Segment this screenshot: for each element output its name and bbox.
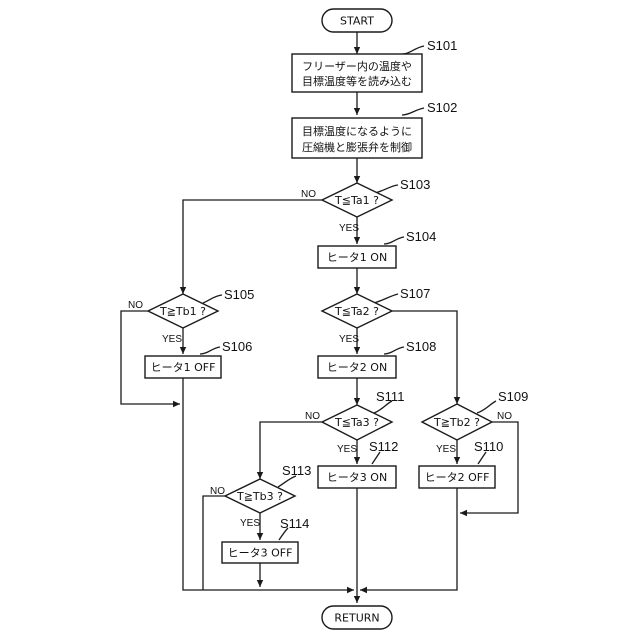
s110-text: ヒータ2 OFF — [425, 471, 490, 484]
step-s102: 目標温度になるように 圧縮機と膨張弁を制御 — [292, 118, 422, 158]
label-s114: S114 — [280, 516, 309, 531]
label-s111: S111 — [376, 389, 404, 404]
decision-s107: T≦Ta2 ? — [322, 294, 392, 328]
label-s106: S106 — [222, 339, 252, 354]
s113-text: T≧Tb3 ? — [236, 490, 283, 503]
s105-text: T≧Tb1 ? — [159, 305, 206, 318]
label-s113: S113 — [282, 463, 311, 478]
s102-line2: 圧縮機と膨張弁を制御 — [302, 140, 412, 154]
step-s104: ヒータ1 ON — [318, 246, 396, 268]
s109-yes-label: YES — [436, 444, 456, 455]
step-s108: ヒータ2 ON — [318, 356, 396, 378]
label-s109: S109 — [498, 389, 528, 404]
step-s106: ヒータ1 OFF — [145, 356, 221, 378]
label-s110: S110 — [474, 439, 503, 454]
s108-text: ヒータ2 ON — [327, 361, 387, 374]
label-s112: S112 — [369, 439, 398, 454]
decision-s113: T≧Tb3 ? — [225, 479, 295, 513]
label-s108: S108 — [406, 339, 436, 354]
s113-no-label: NO — [210, 486, 225, 497]
label-s101: S101 — [427, 38, 457, 53]
decision-s111: T≦Ta3 ? — [322, 405, 392, 440]
s109-text: T≧Tb2 ? — [433, 416, 480, 429]
s101-line1: フリーザー内の温度や — [302, 59, 412, 73]
s111-yes-label: YES — [337, 444, 357, 455]
s112-text: ヒータ3 ON — [327, 471, 387, 484]
s101-line2: 目標温度等を読み込む — [302, 74, 412, 88]
s107-text: T≦Ta2 ? — [334, 305, 379, 318]
step-s114: ヒータ3 OFF — [222, 542, 298, 563]
s109-no-label: NO — [497, 411, 512, 422]
return-terminal: RETURN — [322, 606, 392, 629]
label-s102: S102 — [427, 100, 457, 115]
s105-yes-label: YES — [162, 334, 182, 345]
s103-text: T≦Ta1 ? — [334, 194, 379, 207]
s105-no-label: NO — [128, 300, 143, 311]
step-s112: ヒータ3 ON — [318, 466, 396, 488]
step-s101: フリーザー内の温度や 目標温度等を読み込む — [292, 54, 422, 92]
decision-s103: T≦Ta1 ? — [322, 183, 392, 217]
s106-text: ヒータ1 OFF — [151, 361, 216, 374]
label-s103: S103 — [400, 177, 430, 192]
s104-text: ヒータ1 ON — [327, 251, 387, 264]
s107-yes-label: YES — [339, 334, 359, 345]
decision-s109: T≧Tb2 ? — [422, 404, 492, 440]
start-label: START — [340, 15, 374, 28]
decision-s105: T≧Tb1 ? — [148, 294, 218, 328]
s103-no-label: NO — [301, 189, 316, 200]
label-s105: S105 — [224, 287, 254, 302]
label-s104: S104 — [406, 229, 436, 244]
s111-no-label: NO — [305, 411, 320, 422]
label-s107: S107 — [400, 286, 430, 301]
step-s110: ヒータ2 OFF — [419, 466, 495, 488]
s113-yes-label: YES — [240, 518, 260, 529]
s102-line1: 目標温度になるように — [302, 124, 412, 138]
s114-text: ヒータ3 OFF — [228, 547, 293, 560]
s103-yes-label: YES — [339, 223, 359, 234]
s111-text: T≦Ta3 ? — [334, 416, 379, 429]
return-label: RETURN — [334, 612, 379, 625]
start-terminal: START — [322, 9, 392, 32]
